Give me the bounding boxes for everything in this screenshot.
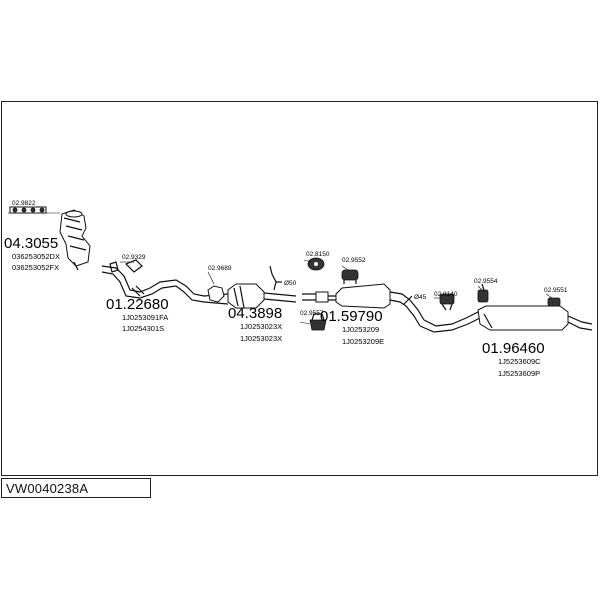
connector-pipe-drawing bbox=[302, 291, 329, 303]
rear-mount-a-ref: 02.9554 bbox=[474, 278, 498, 285]
rear-mount-c-ref: 02.9551 bbox=[544, 287, 568, 294]
clamp-ref: 02.9557 bbox=[300, 310, 324, 317]
catalyst-drawing bbox=[203, 283, 297, 309]
middle-silencer-oe-1: 1J0253209 bbox=[342, 325, 379, 334]
front-pipe-ref: 01.22680 bbox=[106, 296, 169, 313]
middle-silencer-mount-ref: 02.9552 bbox=[342, 257, 366, 264]
front-pipe-oe-1: 1J0253091FA bbox=[122, 313, 168, 322]
sensor-symbol-d50 bbox=[269, 265, 282, 291]
diagram-code: VW0040238A bbox=[6, 481, 89, 496]
middle-silencer-mount-drawing bbox=[341, 269, 359, 284]
middle-silencer-drawing bbox=[328, 283, 425, 327]
rear-silencer-drawing bbox=[419, 305, 593, 333]
rear-silencer-ref: 01.96460 bbox=[482, 340, 545, 357]
middle-silencer-ref: 01.59790 bbox=[320, 308, 383, 325]
diameter-d50: Ø50 bbox=[284, 280, 297, 287]
middle-silencer-oe-2: 1J0253209E bbox=[342, 337, 384, 346]
manifold-cat-drawing bbox=[59, 209, 91, 271]
rear-mount-02-8140 bbox=[439, 293, 455, 311]
sensor-symbol-d45 bbox=[403, 295, 413, 305]
rear-mount-02-9554 bbox=[477, 283, 489, 303]
rear-mount-02-9551 bbox=[547, 297, 561, 307]
clamp-drawing-02-9557 bbox=[309, 313, 327, 331]
diagram-code-box: VW0040238A bbox=[1, 478, 151, 498]
rear-silencer-oe-1: 1J5253609C bbox=[498, 357, 541, 366]
hanger-drawing-02-8150 bbox=[307, 257, 325, 271]
catalyst-gasket-ref: 02.9689 bbox=[208, 265, 232, 272]
diagram-frame bbox=[1, 101, 598, 476]
front-pipe-drawing bbox=[101, 261, 205, 303]
diameter-d45: Ø45 bbox=[414, 294, 427, 301]
manifold-cat-ref: 04.3055 bbox=[4, 235, 58, 252]
front-pipe-gasket-ref: 02.9329 bbox=[122, 254, 146, 261]
rear-silencer-oe-2: 1J5253609P bbox=[498, 369, 540, 378]
front-pipe-oe-2: 1J0254301S bbox=[122, 324, 164, 333]
leader-lines bbox=[8, 212, 553, 325]
rear-mount-b-ref: 02.8140 bbox=[434, 291, 458, 298]
manifold-gasket-drawing bbox=[9, 206, 47, 214]
catalyst-ref: 04.3898 bbox=[228, 305, 282, 322]
manifold-gasket-ref: 02.9822 bbox=[12, 200, 36, 207]
catalyst-oe-2: 1J0253023X bbox=[240, 334, 282, 343]
manifold-cat-oe-1: 036253052DX bbox=[12, 252, 60, 261]
manifold-cat-oe-2: 036253052FX bbox=[12, 263, 59, 272]
catalyst-gasket-drawing bbox=[207, 285, 225, 303]
front-pipe-gasket-drawing bbox=[124, 259, 143, 273]
catalyst-oe-1: 1J0253023X bbox=[240, 322, 282, 331]
hanger-ref: 02.8150 bbox=[306, 251, 330, 258]
